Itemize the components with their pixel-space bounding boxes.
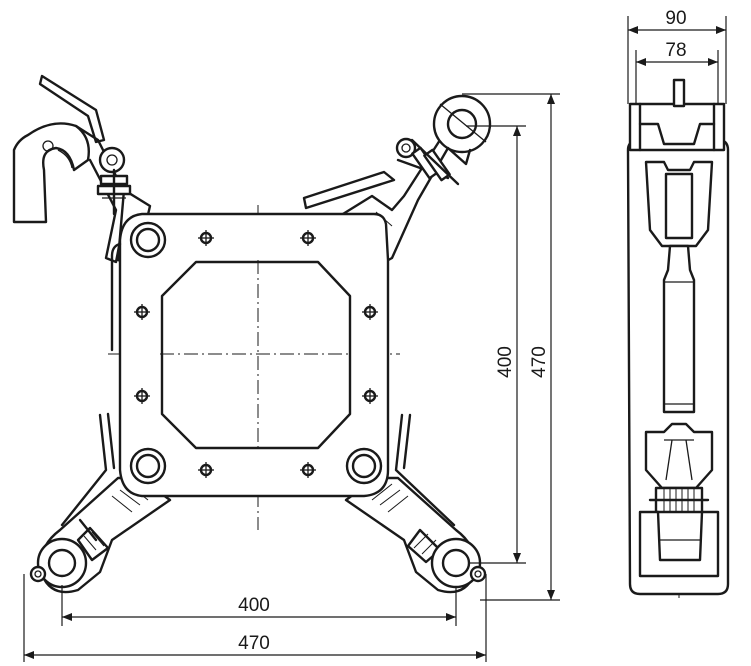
side-view bbox=[626, 78, 730, 600]
bolt-bottom-right bbox=[345, 447, 383, 485]
dim-label-bottom-470: 470 bbox=[238, 633, 270, 654]
bolt-top-left bbox=[129, 221, 167, 259]
dim-label-right-470: 470 bbox=[529, 346, 550, 378]
side-dimension-lines: 90 78 bbox=[627, 8, 727, 104]
lower-right-arm bbox=[344, 413, 487, 594]
dim-label-bottom-400: 400 bbox=[238, 595, 270, 616]
dim-label-right-400: 400 bbox=[495, 346, 516, 378]
dimension-lines: 400 470 400 470 bbox=[23, 93, 560, 662]
small-holes bbox=[134, 230, 378, 478]
corner-bolts bbox=[129, 221, 383, 485]
front-view bbox=[12, 74, 492, 594]
dim-label-side-90: 90 bbox=[665, 8, 686, 29]
dim-label-side-78: 78 bbox=[665, 40, 686, 61]
octagon-window bbox=[160, 260, 352, 450]
bolt-bottom-left bbox=[129, 447, 167, 485]
lower-left-arm bbox=[29, 412, 172, 594]
main-plate bbox=[110, 212, 390, 498]
